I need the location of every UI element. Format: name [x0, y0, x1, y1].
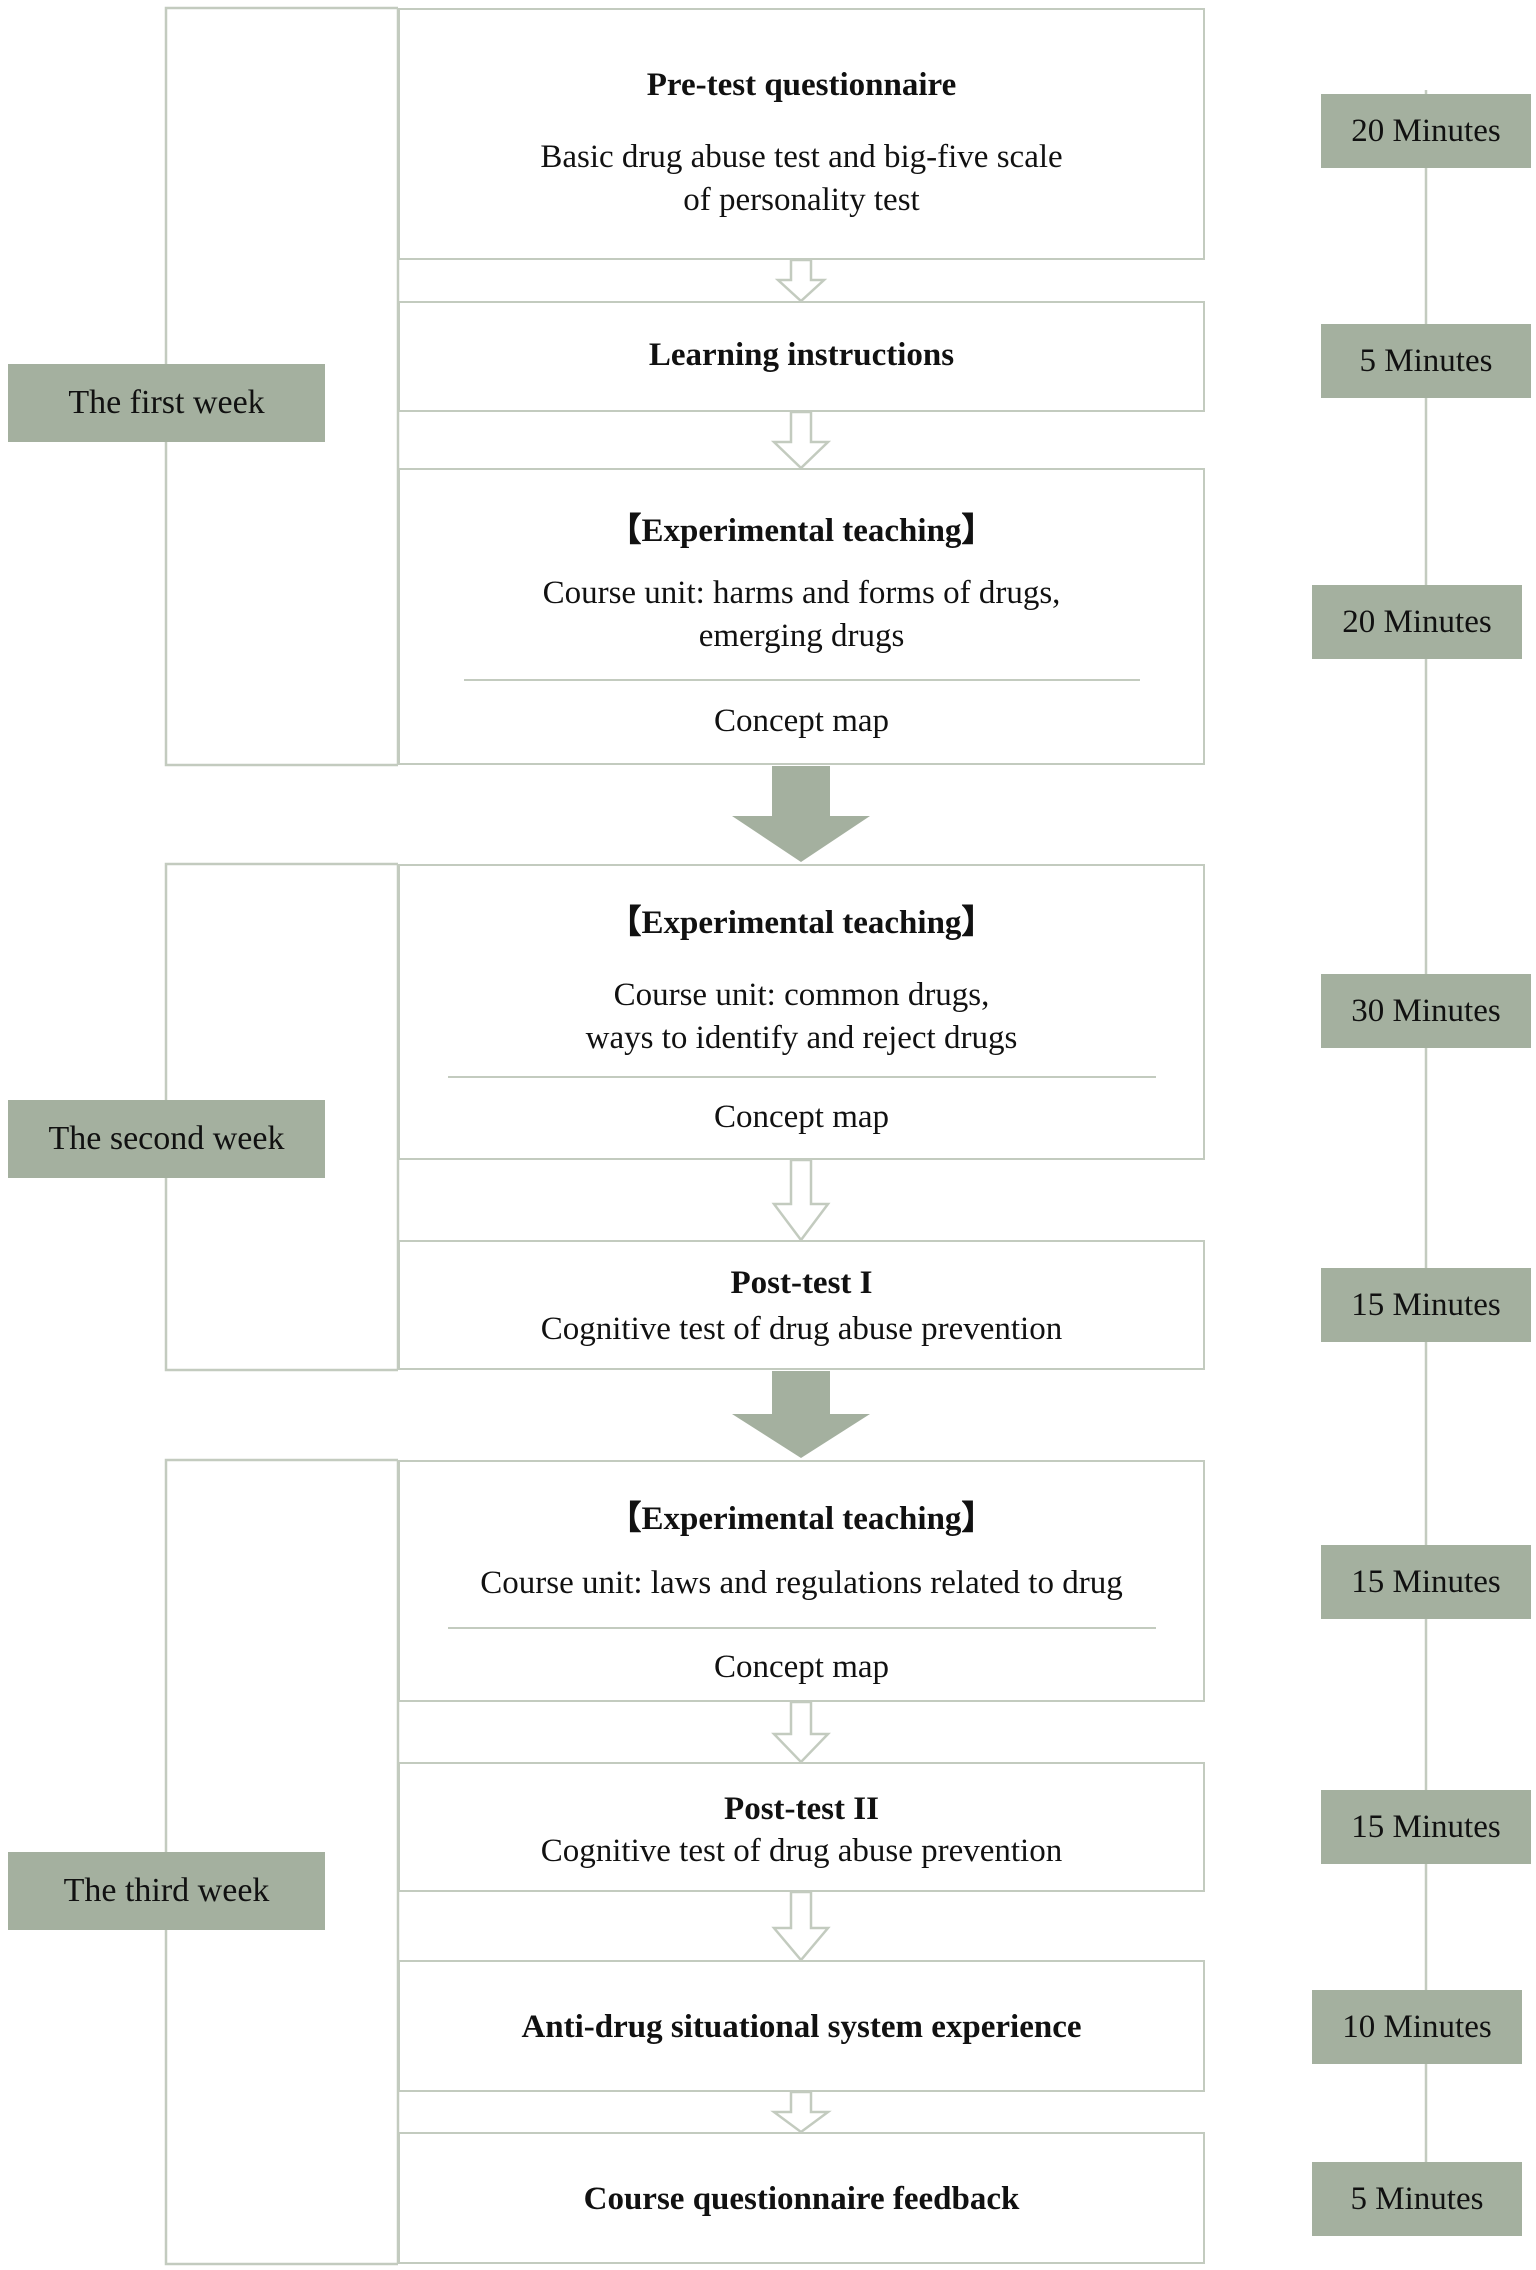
step-subtitle: Concept map [713, 1099, 890, 1135]
arrow-teaching2-posttest1 [771, 1158, 831, 1243]
step-description: Basic drug abuse test and big-five scale [540, 139, 1063, 175]
step-title: 【Experimental teaching】 [608, 905, 995, 941]
arrow-posttest2-antidrug [771, 1890, 831, 1962]
step-learning-instructions: Learning instructions [398, 301, 1205, 412]
duration-text: 20 Minutes [1342, 603, 1492, 640]
duration-teaching3: 15 Minutes [1321, 1545, 1531, 1619]
duration-text: 5 Minutes [1350, 2180, 1484, 2217]
week-arrows [732, 766, 870, 1458]
week-label-text: The third week [63, 1872, 270, 1909]
step-experimental-teaching-1: 【Experimental teaching】 Course unit: har… [398, 468, 1205, 765]
duration-feedback: 5 Minutes [1312, 2162, 1522, 2236]
arrow-teaching3-posttest2 [771, 1700, 831, 1764]
week-label-text: The first week [68, 384, 265, 421]
duration-teaching1: 20 Minutes [1312, 585, 1522, 659]
step-description: Cognitive test of drug abuse prevention [540, 1311, 1063, 1347]
separator [448, 1627, 1156, 1629]
step-title: Post-test I [730, 1265, 873, 1301]
step-description: of personality test [683, 182, 920, 218]
week-label-first: The first week [8, 364, 325, 442]
step-description: Course unit: harms and forms of drugs, [542, 575, 1061, 611]
step-title: 【Experimental teaching】 [608, 1501, 995, 1537]
step-title: Post-test II [724, 1791, 879, 1827]
step-course-feedback: Course questionnaire feedback [398, 2132, 1205, 2264]
week-label-third: The third week [8, 1852, 325, 1930]
arrow-learning-teaching1 [770, 410, 832, 470]
step-pretest-questionnaire: Pre-test questionnaire Basic drug abuse … [398, 8, 1205, 260]
step-title: Anti-drug situational system experience [521, 2009, 1082, 2045]
step-description: Course unit: laws and regulations relate… [480, 1565, 1123, 1601]
step-post-test-2: Post-test II Cognitive test of drug abus… [398, 1762, 1205, 1892]
duration-text: 15 Minutes [1351, 1808, 1501, 1845]
week-label-text: The second week [48, 1120, 285, 1157]
step-description: Cognitive test of drug abuse prevention [540, 1833, 1063, 1869]
step-description: emerging drugs [698, 618, 905, 654]
arrow-week1-week2 [732, 766, 870, 862]
step-experimental-teaching-2: 【Experimental teaching】 Course unit: com… [398, 864, 1205, 1160]
arrow-antidrug-feedback [770, 2090, 832, 2134]
duration-antidrug: 10 Minutes [1312, 1990, 1522, 2064]
duration-text: 5 Minutes [1359, 342, 1493, 379]
duration-posttest1: 15 Minutes [1321, 1268, 1531, 1342]
duration-text: 20 Minutes [1351, 112, 1501, 149]
step-subtitle: Concept map [713, 1649, 890, 1685]
duration-pretest: 20 Minutes [1321, 94, 1531, 168]
separator [448, 1076, 1156, 1078]
step-subtitle: Concept map [713, 703, 890, 739]
step-title: Pre-test questionnaire [646, 67, 957, 103]
duration-teaching2: 30 Minutes [1321, 974, 1531, 1048]
step-title: Learning instructions [648, 337, 955, 373]
step-title: 【Experimental teaching】 [608, 513, 995, 549]
arrow-week2-week3 [732, 1371, 870, 1458]
step-title: Course questionnaire feedback [583, 2181, 1020, 2217]
step-post-test-1: Post-test I Cognitive test of drug abuse… [398, 1240, 1205, 1370]
duration-posttest2: 15 Minutes [1321, 1790, 1531, 1864]
duration-text: 15 Minutes [1351, 1563, 1501, 1600]
step-anti-drug-experience: Anti-drug situational system experience [398, 1960, 1205, 2092]
step-description: Course unit: common drugs, [613, 977, 990, 1013]
duration-text: 30 Minutes [1351, 992, 1501, 1029]
week-label-second: The second week [8, 1100, 325, 1178]
hollow-arrows [770, 258, 832, 2134]
step-description: ways to identify and reject drugs [585, 1020, 1018, 1056]
separator [464, 679, 1140, 681]
duration-text: 10 Minutes [1342, 2008, 1492, 2045]
duration-text: 15 Minutes [1351, 1286, 1501, 1323]
step-experimental-teaching-3: 【Experimental teaching】 Course unit: law… [398, 1460, 1205, 1702]
arrow-pretest-learning [774, 258, 828, 303]
duration-learning: 5 Minutes [1321, 324, 1531, 398]
